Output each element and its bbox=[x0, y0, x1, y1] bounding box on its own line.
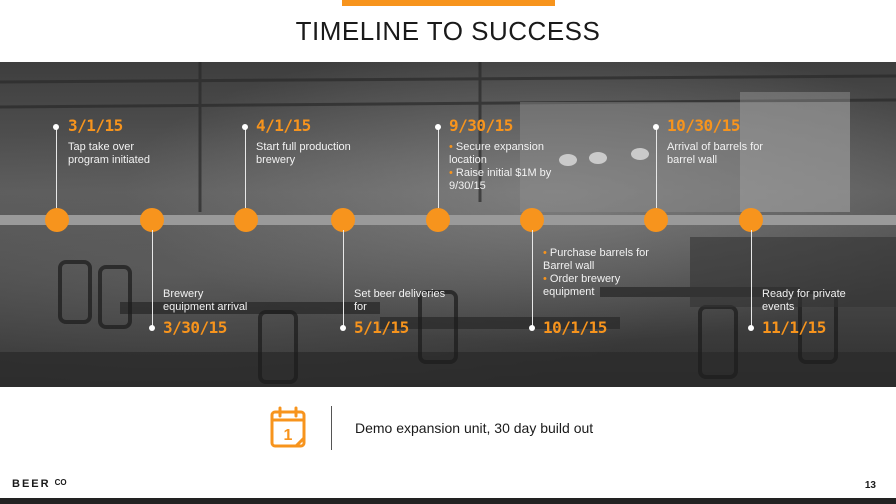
description-line: Brewery bbox=[163, 288, 204, 300]
description-line: Tap take over bbox=[68, 141, 135, 153]
restaurant-scene-illustration bbox=[0, 62, 896, 387]
description-line: Ready for private bbox=[762, 288, 846, 300]
milestone-description: Ready for private events bbox=[762, 288, 846, 314]
restaurant-background-photo: 3/1/15 Tap take over program initiated 4… bbox=[0, 62, 896, 387]
note-divider bbox=[331, 406, 332, 450]
description-line: for bbox=[354, 301, 367, 313]
stem-top-4 bbox=[656, 129, 657, 217]
pin-bottom-2 bbox=[340, 325, 346, 331]
milestone-date: 10/1/15 bbox=[543, 318, 607, 337]
milestone-description: Tap take over program initiated bbox=[68, 141, 150, 167]
description-bullet: Purchase barrels for Barrel wall bbox=[543, 247, 658, 273]
description-bullet: Order brewery equipment bbox=[543, 273, 658, 299]
timeline-node-3-30-15 bbox=[140, 208, 164, 232]
milestone-date: 4/1/15 bbox=[256, 116, 311, 135]
timeline-node-9-30-15 bbox=[426, 208, 450, 232]
stem-bottom-4 bbox=[751, 230, 752, 328]
pin-top-2 bbox=[242, 124, 248, 130]
milestone-description: Set beer deliveries for bbox=[354, 288, 445, 314]
stem-top-1 bbox=[56, 129, 57, 217]
note-text: Demo expansion unit, 30 day build out bbox=[355, 420, 594, 436]
footer-rule bbox=[0, 498, 896, 504]
note-section bbox=[0, 393, 896, 471]
description-bullet: Raise initial $1M by 9/30/15 bbox=[449, 167, 559, 193]
description-line: program initiated bbox=[68, 154, 150, 166]
page-title: TIMELINE TO SUCCESS bbox=[295, 16, 601, 46]
milestone-date: 5/1/15 bbox=[354, 318, 409, 337]
description-line: Set beer deliveries bbox=[354, 288, 446, 300]
milestone-date: 10/30/15 bbox=[667, 116, 741, 135]
stem-bottom-2 bbox=[343, 230, 344, 328]
timeline-node-11-1-15 bbox=[739, 208, 763, 232]
description-line: events bbox=[762, 301, 795, 313]
timeline-node-5-1-15 bbox=[331, 208, 355, 232]
description-line: equipment arrival bbox=[163, 301, 248, 313]
stem-top-2 bbox=[245, 129, 246, 217]
logo-text: BEER bbox=[12, 478, 51, 490]
pin-top-4 bbox=[653, 124, 659, 130]
pin-bottom-3 bbox=[529, 325, 535, 331]
pin-bottom-1 bbox=[149, 325, 155, 331]
description-line: Start full production bbox=[256, 141, 351, 153]
pin-bottom-4 bbox=[748, 325, 754, 331]
pin-top-3 bbox=[435, 124, 441, 130]
stem-bottom-1 bbox=[152, 230, 153, 328]
milestone-description: Purchase barrels for Barrel wall Order b… bbox=[543, 247, 658, 299]
stem-top-3 bbox=[438, 129, 439, 217]
description-line: barrel wall bbox=[667, 154, 718, 166]
milestone-date: 9/30/15 bbox=[449, 116, 513, 135]
stem-bottom-3 bbox=[532, 230, 533, 328]
milestone-description: Start full production brewery bbox=[256, 141, 351, 167]
description-line: brewery bbox=[256, 154, 296, 166]
title-accent-bar bbox=[342, 0, 555, 6]
milestone-date: 3/30/15 bbox=[163, 318, 227, 337]
pin-top-1 bbox=[53, 124, 59, 130]
milestone-date: 11/1/15 bbox=[762, 318, 826, 337]
timeline-node-10-30-15 bbox=[644, 208, 668, 232]
milestone-date: 3/1/15 bbox=[68, 116, 123, 135]
milestone-description: Brewery equipment arrival bbox=[163, 288, 247, 314]
logo-sup: CO bbox=[54, 478, 67, 487]
description-bullet: Secure expansion location bbox=[449, 141, 559, 167]
page-number: 13 bbox=[864, 480, 876, 491]
timeline-node-3-1-15 bbox=[45, 208, 69, 232]
calendar-number: 1 bbox=[284, 427, 293, 444]
milestone-description: Arrival of barrels for barrel wall bbox=[667, 141, 763, 167]
calendar-icon: 1 bbox=[270, 406, 308, 455]
timeline-node-10-1-15 bbox=[520, 208, 544, 232]
description-line: Arrival of barrels for bbox=[667, 141, 763, 153]
timeline-node-4-1-15 bbox=[234, 208, 258, 232]
milestone-description: Secure expansion location Raise initial … bbox=[449, 141, 559, 193]
